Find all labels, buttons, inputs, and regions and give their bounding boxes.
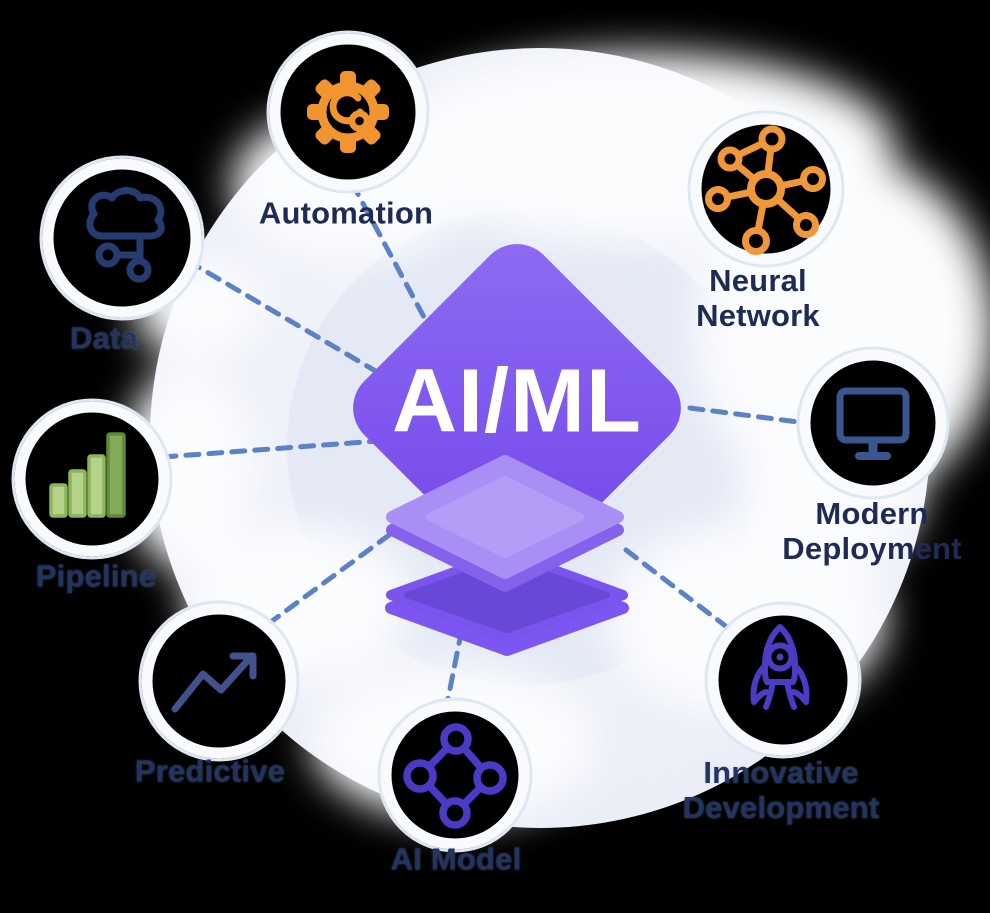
label-ai-model: AI Model xyxy=(390,841,522,877)
neural-network-icon xyxy=(705,125,826,255)
layer-light xyxy=(386,455,624,592)
connector-automation xyxy=(349,180,435,335)
rocket-icon xyxy=(750,624,810,710)
connector-rocket xyxy=(623,547,739,637)
center-diamond-label: AI/ML xyxy=(392,351,642,452)
connector-ai-model xyxy=(444,605,469,707)
label-automation: Automation xyxy=(258,195,434,231)
connector-modern xyxy=(687,405,809,426)
trend-arrow-icon xyxy=(171,652,257,713)
label-innovative-development: Innovative Development xyxy=(682,755,880,825)
label-data: Data xyxy=(70,320,138,356)
predictive-circle xyxy=(138,600,300,762)
label-predictive: Predictive xyxy=(134,753,286,789)
modern-deployment-circle xyxy=(796,346,950,500)
layer-dark xyxy=(385,548,629,656)
gear-icon xyxy=(307,71,389,153)
ai-model-circle xyxy=(377,697,533,853)
bar-chart-icon xyxy=(49,432,126,518)
node-diamond-icon xyxy=(403,723,507,829)
label-modern-deployment: Modern Deployment xyxy=(782,496,962,566)
label-neural-network: Neural Network xyxy=(696,263,820,333)
monitor-icon xyxy=(836,387,910,460)
cloud-data-icon xyxy=(86,187,165,283)
label-pipeline: Pipeline xyxy=(35,558,157,594)
